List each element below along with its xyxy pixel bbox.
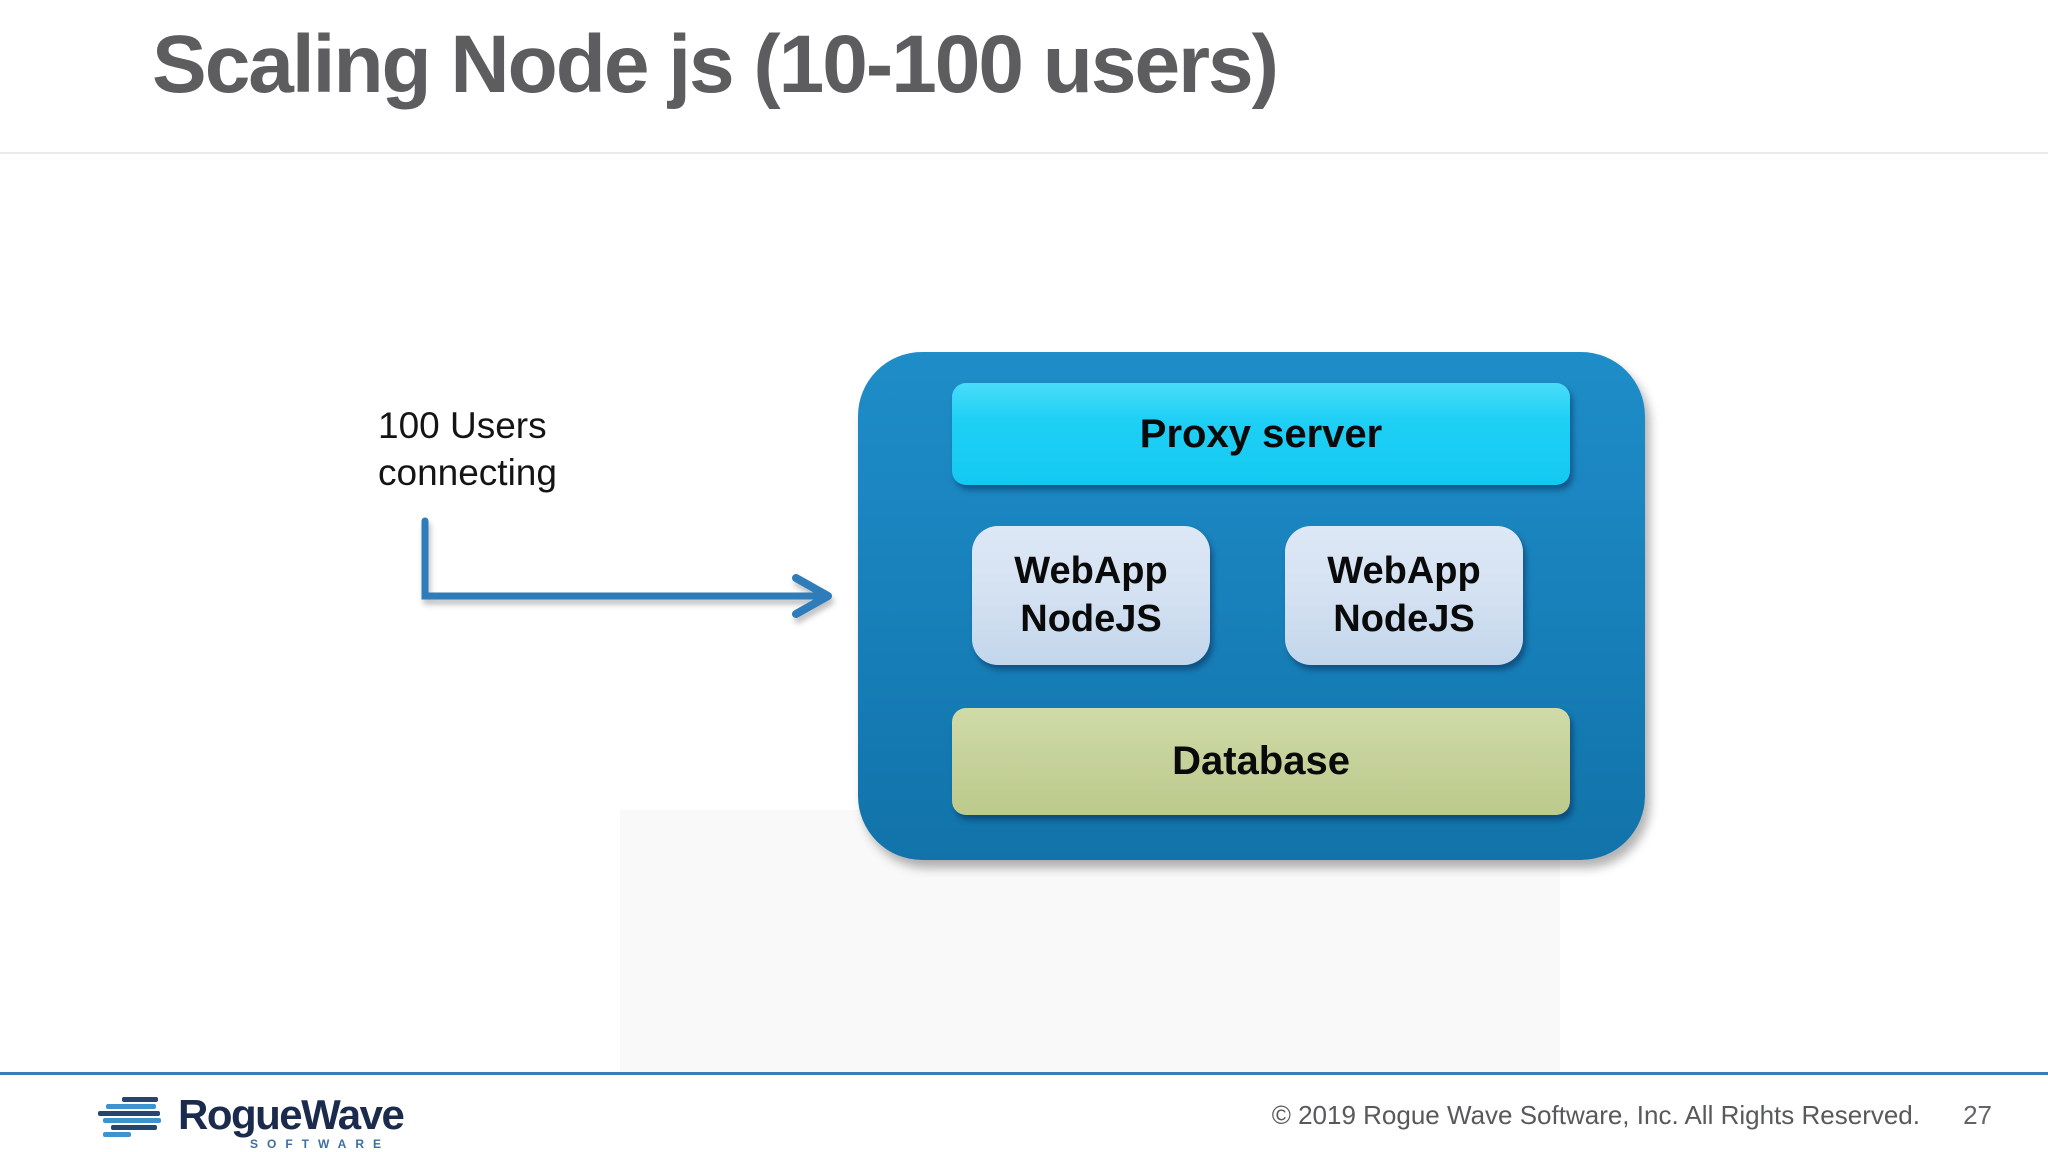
users-annotation-line2: connecting (378, 452, 557, 494)
webapp-left-label: WebApp NodeJS (1014, 548, 1167, 643)
users-annotation: 100 Users connecting (378, 402, 557, 497)
webapp-nodejs-node-left: WebApp NodeJS (972, 526, 1210, 665)
database-node: Database (952, 708, 1570, 815)
roguewave-logo-subtext: SOFTWARE (250, 1137, 390, 1151)
copyright-text: © 2019 Rogue Wave Software, Inc. All Rig… (1271, 1100, 1920, 1130)
footer-divider (0, 1072, 2048, 1075)
page-title: Scaling Node js (10-100 users) (152, 19, 1279, 110)
users-annotation-line1: 100 Users (378, 405, 547, 446)
roguewave-logo-text: RogueWave (178, 1091, 405, 1138)
header-divider (0, 152, 2048, 154)
webapp-right-line2: NodeJS (1333, 597, 1475, 640)
webapp-right-line1: WebApp (1327, 550, 1481, 592)
server-stack-container: Proxy server WebApp NodeJS WebApp NodeJS… (858, 352, 1645, 860)
proxy-server-node: Proxy server (952, 383, 1570, 485)
webapp-right-label: WebApp NodeJS (1327, 548, 1480, 643)
webapp-left-line2: NodeJS (1020, 597, 1162, 640)
webapp-left-line1: WebApp (1014, 550, 1168, 592)
webapp-nodejs-node-right: WebApp NodeJS (1285, 526, 1523, 665)
database-label: Database (1172, 739, 1350, 783)
roguewave-logo: RogueWave SOFTWARE (98, 1091, 405, 1152)
proxy-server-label: Proxy server (1139, 411, 1383, 456)
page-number: 27 (1963, 1100, 1992, 1130)
header: Scaling Node js (10-100 users) (0, 0, 2048, 152)
users-connection-arrow (421, 517, 832, 618)
roguewave-logo-textblock: RogueWave SOFTWARE (178, 1091, 405, 1152)
roguewave-wave-icon (98, 1094, 174, 1145)
